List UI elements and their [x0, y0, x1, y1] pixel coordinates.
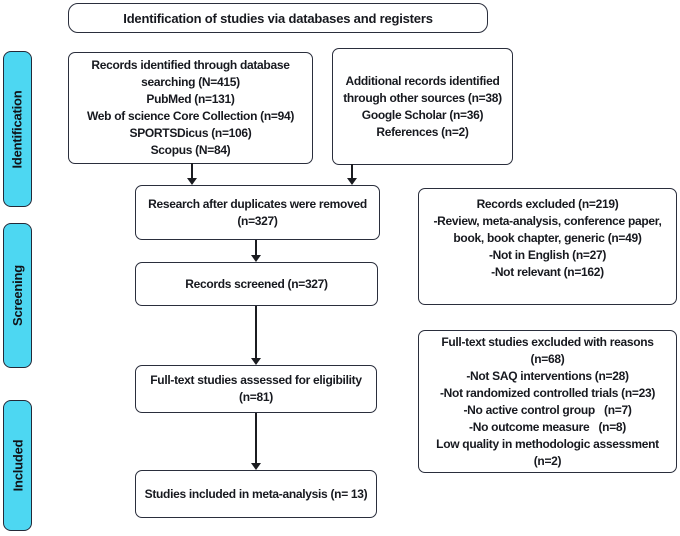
studies-included-box: Studies included in meta-analysis (n= 13… [135, 470, 377, 518]
arrow-database-to-duplicates-head [187, 178, 197, 185]
other-sources-box: Additional records identified through ot… [332, 48, 513, 165]
records-screened-box: Records screened (n=327) [135, 262, 378, 306]
stage-identification: Identification [3, 51, 32, 207]
stage-included-label: Included [10, 439, 26, 492]
arrow-fulltext-to-included-line [255, 413, 257, 464]
arrow-fulltext-to-included-head [251, 463, 261, 470]
diagram-title: Identification of studies via databases … [68, 3, 488, 33]
stage-screening-label: Screening [10, 264, 25, 327]
arrow-screened-to-fulltext-line [255, 306, 257, 359]
arrow-sources-to-duplicates-line [351, 164, 353, 179]
stage-included: Included [3, 400, 32, 531]
after-duplicates-box: Research after duplicates were removed (… [135, 185, 380, 240]
fulltext-excluded-box: Full-text studies excluded with reasons … [418, 330, 677, 473]
stage-identification-label: Identification [10, 89, 25, 169]
database-records-box: Records identified through database sear… [68, 52, 313, 164]
arrow-sources-to-duplicates-head [347, 178, 357, 185]
records-excluded-box: Records excluded (n=219) -Review, meta-a… [418, 188, 677, 305]
arrow-screened-to-fulltext-head [251, 358, 261, 365]
arrow-duplicates-to-screened-line [255, 240, 257, 256]
arrow-duplicates-to-screened-head [251, 255, 261, 262]
stage-screening: Screening [3, 223, 32, 368]
fulltext-assessed-box: Full-text studies assessed for eligibili… [135, 365, 377, 413]
arrow-database-to-duplicates-line [191, 163, 193, 179]
